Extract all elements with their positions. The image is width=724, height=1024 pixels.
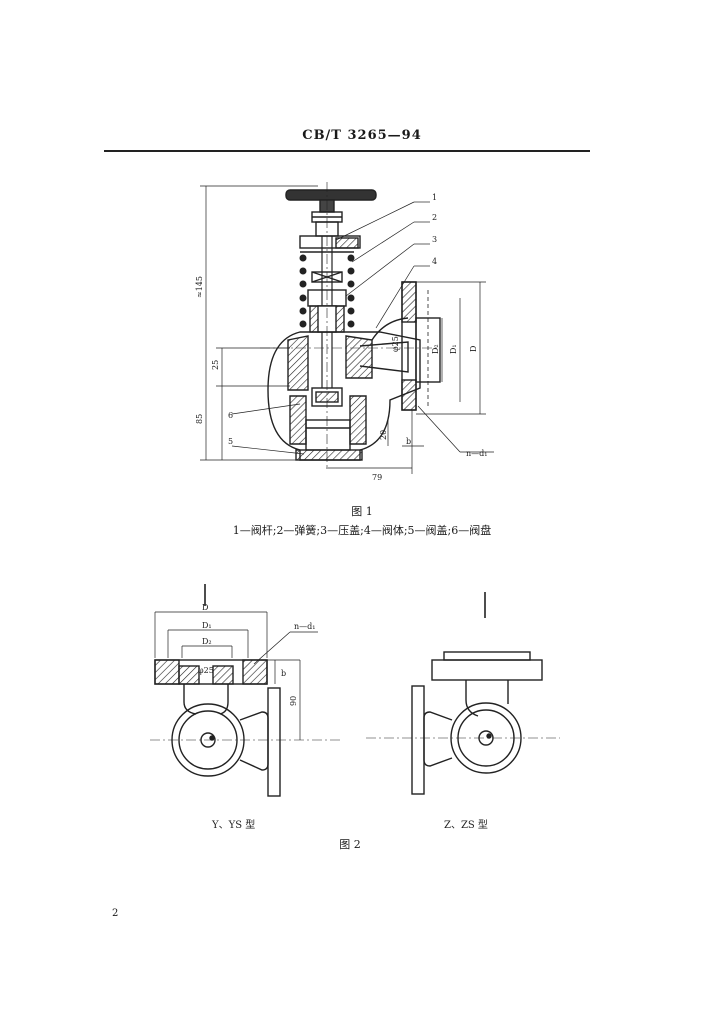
document-header: CB/T 3265—94 [302,128,422,143]
spring [299,254,355,328]
header-rule [104,150,590,152]
dim-d: D [469,346,478,352]
dim-height-total: ≈145 [195,276,204,298]
dim-85: 85 [195,414,204,424]
callout-1: 1 [432,193,437,202]
figure2-right-view [366,592,560,795]
left-dim-d1: D₁ [202,621,212,630]
left-dim-d: D [202,603,208,612]
left-dim-d2: D₂ [202,637,212,646]
handwheel [285,189,377,201]
left-dim-bore: φ25 [198,666,214,675]
view-left-label: Y、YS 型 [211,818,255,831]
dim-79: 79 [372,473,382,482]
dim-holes: n—d₁ [466,449,487,458]
callout-5: 5 [228,437,233,446]
dim-b: b [406,437,411,446]
figure1-drawing [200,182,494,474]
dim-20: 20 [379,430,388,440]
valve-body [267,331,421,461]
left-dim-90: 90 [289,696,298,706]
dim-25: 25 [211,360,220,370]
callout-2: 2 [432,213,437,222]
left-dim-b: b [281,669,286,678]
dim-d2: D₂ [431,344,440,354]
page-number: 2 [112,908,119,919]
figure2-caption: 图 2 [339,838,361,851]
figure2-left-view [150,584,340,797]
figure1-dimensions [200,185,486,474]
view-right-label: Z、ZS 型 [444,818,488,831]
figure1-caption: 图 1 [351,505,373,518]
left-dim-holes: n—d₁ [294,622,315,631]
callout-4: 4 [432,257,437,266]
callout-3: 3 [432,235,437,244]
dim-d1: D₁ [449,344,458,354]
figure1-leaders [231,201,494,455]
dim-bore: φ25 [391,336,400,352]
figure1-legend: 1—阀杆;2—弹簧;3—压盖;4—阀体;5—阀盖;6—阀盘 [232,524,492,537]
callout-6: 6 [228,411,233,420]
